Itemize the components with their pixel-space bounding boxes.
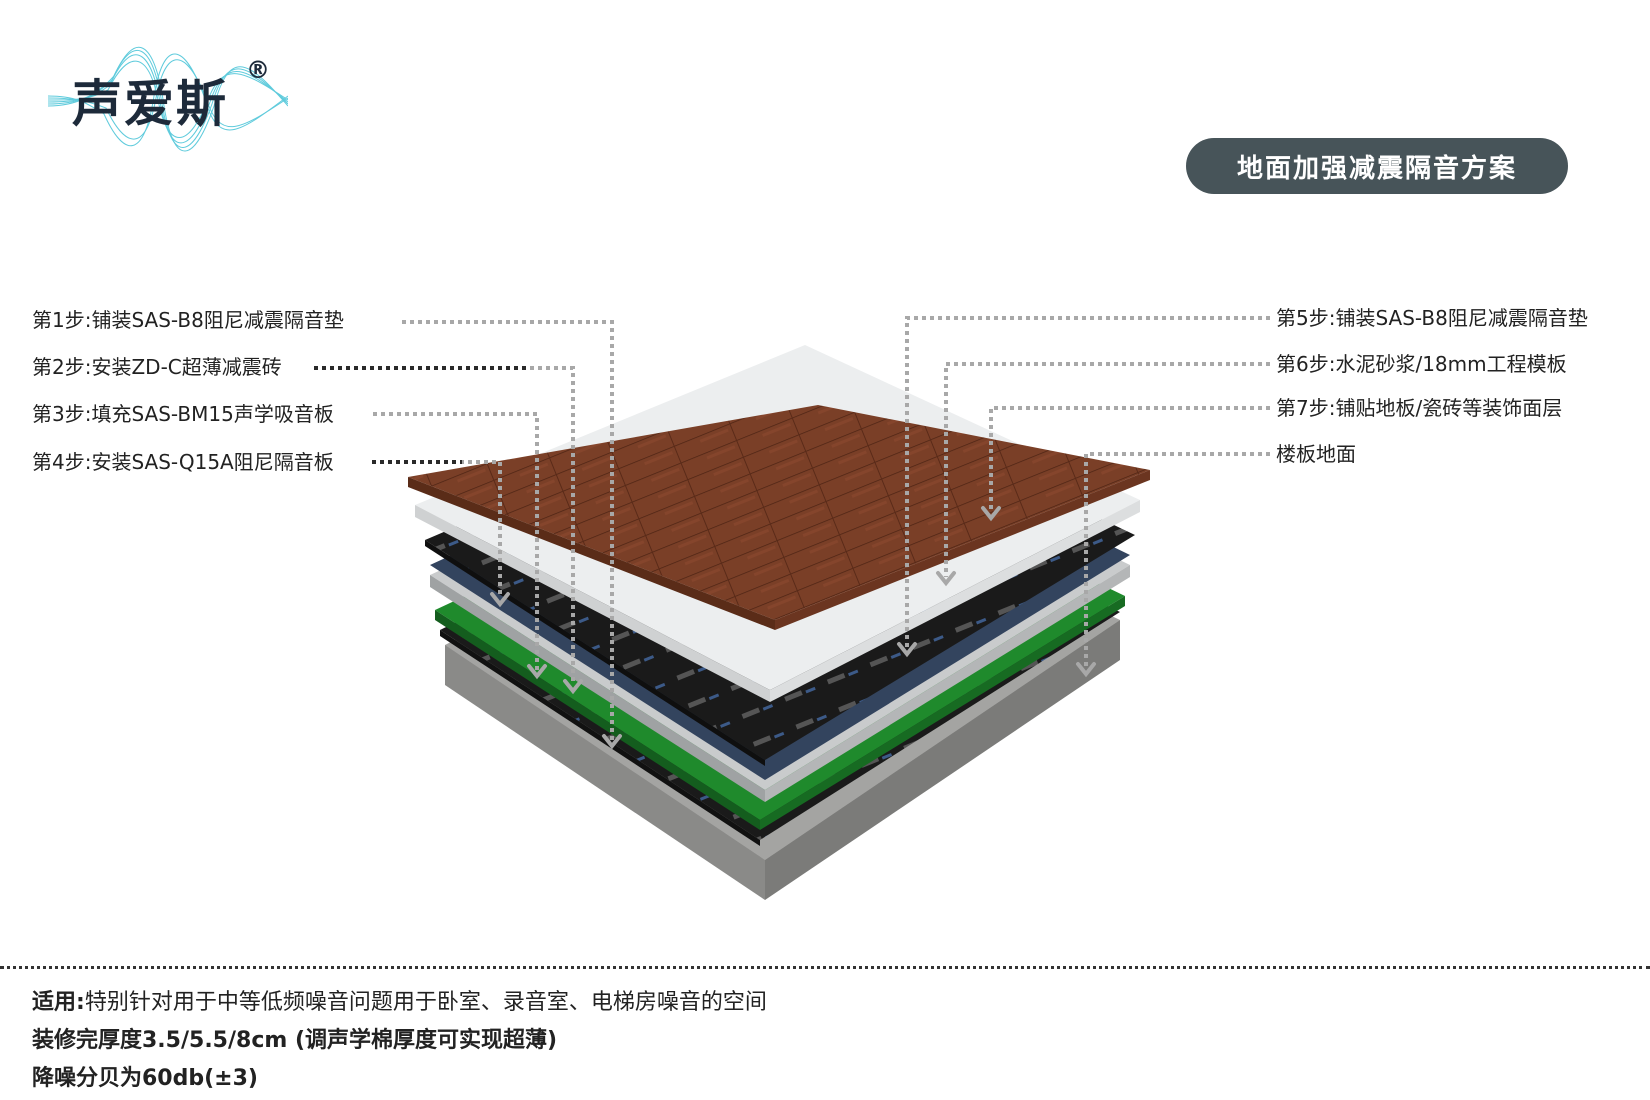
arrow-down-icon [563,679,583,695]
arrow-down-icon [981,506,1001,522]
usage-line: 适用:特别针对用于中等低频噪音问题用于卧室、录音室、电梯房噪音的空间 [32,984,767,1022]
step-label-5: 第5步:铺装SAS-B8阻尼减震隔音垫 [1276,306,1588,330]
footer-notes: 适用:特别针对用于中等低频噪音问题用于卧室、录音室、电梯房噪音的空间 装修完厚度… [32,984,767,1098]
brand-logo: 声爱斯 ® [48,30,288,170]
thickness-line: 装修完厚度3.5/5.5/8cm (调声学棉厚度可实现超薄) [32,1028,558,1053]
arrow-down-icon [936,571,956,587]
step-label-6: 第6步:水泥砂浆/18mm工程模板 [1276,352,1567,376]
step-label-3: 第3步:填充SAS-BM15声学吸音板 [32,402,334,426]
leader-lines-dark [314,366,530,464]
arrow-down-icon [527,664,547,680]
leader-line-step3 [373,412,539,670]
usage-text: 特别针对用于中等低频噪音问题用于卧室、录音室、电梯房噪音的空间 [84,990,767,1015]
step-label-slab: 楼板地面 [1276,442,1356,466]
arrow-down-icon [897,642,917,658]
step-label-7: 第7步:铺贴地板/瓷砖等装饰面层 [1276,396,1563,420]
usage-label: 适用: [32,990,85,1015]
step-label-2: 第2步:安装ZD-C超薄减震砖 [32,355,282,379]
leader-line-step1 [402,320,614,740]
leader-line-step5 [905,316,1270,648]
step-label-4: 第4步:安装SAS-Q15A阻尼隔音板 [32,450,334,474]
floor-layer-diagram [314,316,1270,900]
dotted-divider [0,966,1650,969]
wood-floor-layer [408,405,1150,630]
leader-line-step2 [314,366,575,685]
arrow-down-icon [1076,662,1096,678]
sound-wave-icon [48,46,288,152]
page-title: 地面加强减震隔音方案 [1186,138,1568,194]
step-label-1: 第1步:铺装SAS-B8阻尼减震隔音垫 [32,308,344,332]
leader-line-slab [1084,452,1270,668]
leader-line-step6 [944,362,1270,577]
leader-lines [314,316,1270,740]
registered-mark: ® [246,56,270,84]
arrow-down-icon [602,734,622,750]
noise-reduction-line: 降噪分贝为60db(±3) [32,1066,258,1091]
arrow-down-icon [490,592,510,608]
brand-name: 声爱斯 [72,75,228,133]
arrow-heads [490,506,1096,750]
